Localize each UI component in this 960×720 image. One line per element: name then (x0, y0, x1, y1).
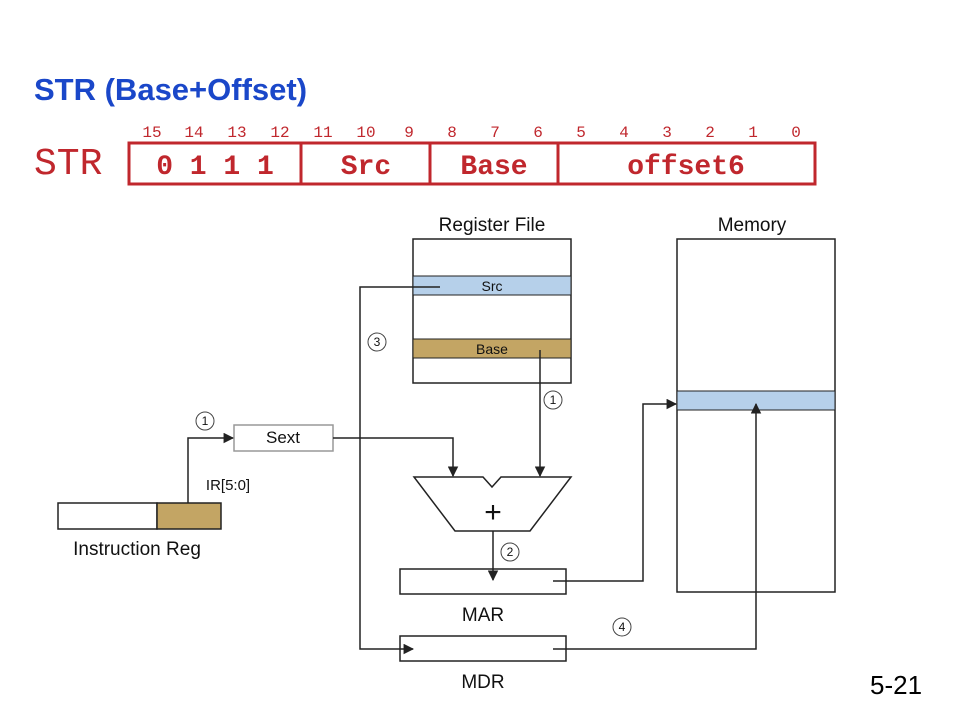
wire-ir-to-sext (187, 432, 235, 503)
mar-register: MAR (399, 568, 567, 626)
step-1-sext: 1 (202, 414, 209, 428)
step-3-src: 3 (374, 335, 381, 349)
bit-8: 8 (447, 124, 457, 142)
bit-13: 13 (227, 124, 246, 142)
datapath-wires (187, 286, 762, 655)
bit-0: 0 (791, 124, 801, 142)
wire-mar-to-memory (553, 398, 678, 582)
base-register-label: Base (476, 341, 508, 357)
bit-5: 5 (576, 124, 586, 142)
sext-label: Sext (266, 428, 300, 447)
src-register-label: Src (482, 278, 503, 294)
wire-mdr-to-memory (553, 402, 762, 650)
bit-12: 12 (270, 124, 289, 142)
step-2-address: 2 (507, 545, 514, 559)
mdr-label: MDR (461, 672, 504, 693)
bit-15: 15 (142, 124, 161, 142)
wire-sext-to-adder (333, 437, 459, 478)
slide-title: STR (Base+Offset) (34, 72, 308, 107)
field-src: Src (341, 152, 391, 183)
mar-label: MAR (462, 605, 504, 626)
bit-9: 9 (404, 124, 414, 142)
step-markers: 1 1 2 3 4 (195, 332, 632, 637)
bit-6: 6 (533, 124, 543, 142)
wire-src-to-mdr (359, 286, 440, 655)
instruction-reg: Instruction Reg IR[5:0] (57, 477, 250, 560)
base-register (412, 338, 572, 359)
sext-unit: Sext (233, 424, 334, 452)
bit-3: 3 (662, 124, 672, 142)
bit-number-row: 15 14 13 12 11 10 9 8 7 6 5 4 3 2 1 0 (142, 124, 800, 142)
page-number: 5-21 (870, 670, 923, 700)
bit-2: 2 (705, 124, 715, 142)
register-file-label: Register File (439, 215, 546, 236)
ir-offset-field (156, 502, 222, 530)
mdr-register: MDR (399, 635, 567, 693)
step-1-base: 1 (550, 393, 557, 407)
bit-11: 11 (313, 124, 332, 142)
bit-7: 7 (490, 124, 500, 142)
field-opcode-bits: 0 1 1 1 (156, 152, 274, 183)
opcode-name: STR (34, 143, 102, 186)
bit-1: 1 (748, 124, 758, 142)
memory-label: Memory (718, 215, 787, 236)
bit-4: 4 (619, 124, 629, 142)
bit-14: 14 (184, 124, 203, 142)
ir-bits-label: IR[5:0] (206, 477, 250, 494)
adder: + (412, 476, 573, 532)
instruction-reg-label: Instruction Reg (73, 539, 201, 560)
bit-10: 10 (356, 124, 375, 142)
register-file: Register File Src Base (412, 215, 572, 384)
encoding-box: 0 1 1 1 Src Base offset6 (127, 141, 817, 186)
field-base: Base (460, 152, 527, 183)
src-register (412, 275, 572, 296)
adder-symbol: + (484, 496, 502, 529)
step-4-store: 4 (619, 620, 626, 634)
field-offset6: offset6 (627, 152, 745, 183)
